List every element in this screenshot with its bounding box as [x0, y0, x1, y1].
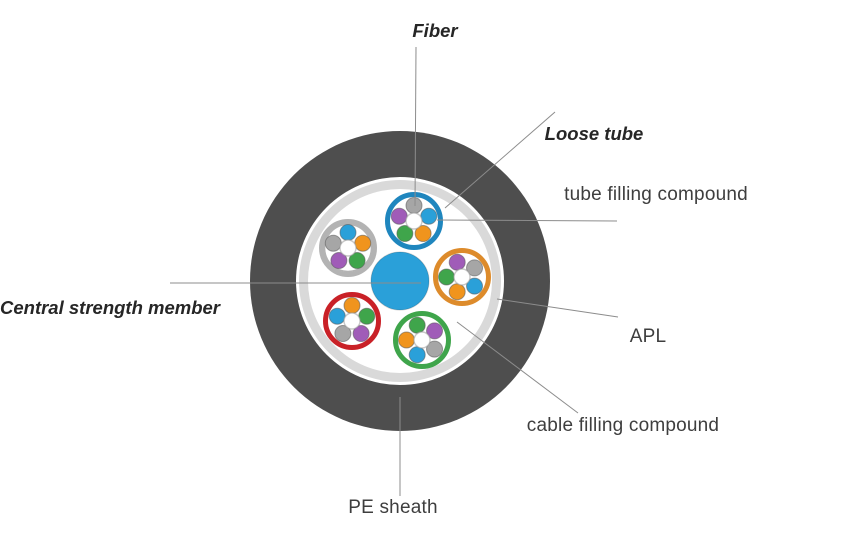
fiber-dot-orange [354, 234, 372, 252]
label-cable-filling-compound: cable filling compound [526, 415, 720, 436]
loose-tube-blue [385, 192, 443, 250]
fiber-dot-white [453, 268, 471, 286]
fiber-dot-orange [343, 297, 361, 314]
fiber-dot-purple [330, 252, 348, 270]
fiber-dot-green [396, 225, 414, 243]
label-central-strength-member: Central strength member [0, 297, 220, 318]
fiber-dot-orange [448, 283, 466, 301]
leader-line-loose-tube [444, 111, 556, 209]
fiber-dot-gray [334, 325, 352, 343]
fiber-dot-purple [352, 325, 370, 343]
fiber-dot-blue [328, 307, 346, 325]
leader-line-apl [496, 298, 619, 318]
loose-tube-red [323, 292, 381, 350]
loose-tube-orange [433, 248, 491, 306]
fiber-dot-blue [408, 346, 426, 364]
fiber-dot-green [408, 316, 426, 334]
fiber-dot-blue [420, 207, 438, 225]
leader-line-tube-filling-compound [436, 219, 618, 222]
fiber-dot-purple [448, 253, 466, 271]
fiber-dot-orange [398, 331, 415, 349]
fiber-dot-gray [405, 197, 423, 214]
leader-line-fiber [414, 46, 417, 207]
fiber-dot-gray [426, 340, 444, 358]
label-tube-filling-compound: tube filling compound [564, 184, 748, 205]
fiber-dot-white [339, 239, 357, 257]
fiber-dot-white [405, 212, 423, 230]
label-loose-tube: Loose tube [544, 123, 644, 144]
loose-tube-green [393, 311, 451, 369]
loose-tube-gray [319, 219, 377, 277]
fiber-dot-purple [426, 322, 444, 340]
fiber-dot-gray [324, 234, 342, 252]
label-apl: APL [629, 326, 667, 347]
fiber-dot-white [343, 312, 361, 330]
fiber-dot-white [413, 331, 431, 349]
leader-line-cable-filling-compound [456, 321, 579, 414]
fiber-dot-blue [339, 224, 357, 241]
label-pe-sheath: PE sheath [348, 497, 438, 518]
label-fiber: Fiber [412, 20, 458, 41]
fiber-dot-green [348, 252, 366, 270]
fiber-dot-orange [414, 225, 432, 243]
fiber-dot-gray [466, 259, 484, 277]
fiber-dot-green [358, 307, 376, 325]
fiber-dot-blue [466, 277, 484, 295]
fiber-dot-purple [390, 207, 408, 225]
central-strength-member [370, 251, 430, 311]
fiber-dot-green [438, 268, 455, 286]
